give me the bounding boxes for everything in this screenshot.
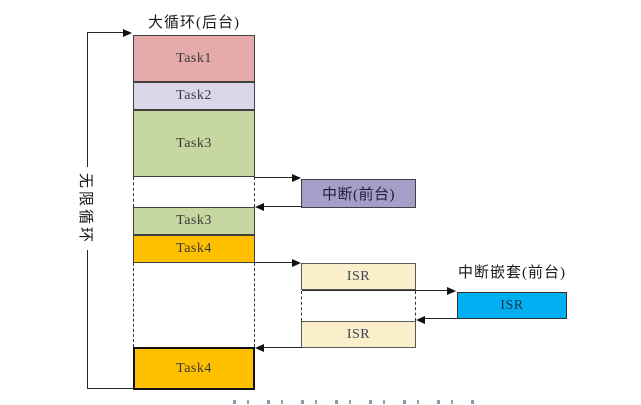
arrow-task4-to-isr — [255, 262, 295, 263]
arrow-isr-to-nested — [302, 290, 450, 291]
isr-first-box: ISR — [301, 263, 416, 290]
isr-second-box: ISR — [301, 321, 416, 348]
arrowhead-left-icon — [255, 344, 264, 352]
loop-gap-interrupt — [133, 177, 255, 207]
task2-box: Task2 — [133, 82, 255, 110]
infinite-loop-label: 无限循环 — [77, 173, 93, 246]
task1-label: Task1 — [176, 50, 212, 66]
task3-resume-box: Task3 — [133, 207, 255, 235]
task3-resume-label: Task3 — [176, 213, 212, 228]
arrowhead-right-icon — [292, 174, 301, 182]
isr-gap-dashed-right — [415, 291, 416, 321]
isr-second-label: ISR — [346, 326, 371, 342]
loop-gap-isr — [133, 263, 255, 347]
task1-box: Task1 — [133, 35, 255, 82]
isr-first-label: ISR — [346, 268, 371, 284]
task4-resume-box: Task4 — [133, 347, 255, 390]
isr-gap-dashed-left — [301, 291, 302, 321]
nested-interrupt-title: 中断嵌套(前台) — [458, 265, 566, 281]
task3-label: Task3 — [176, 135, 212, 151]
loop-left-line-lower — [87, 250, 88, 389]
interrupt-label: 中断(前台) — [322, 187, 395, 203]
isr-nested-box: ISR — [457, 292, 567, 319]
main-loop-title: 大循环(后台) — [148, 15, 240, 31]
arrowhead-left-icon — [416, 316, 425, 324]
loop-entry-line — [88, 32, 126, 33]
task2-label: Task2 — [176, 88, 212, 103]
loop-left-line-upper — [87, 32, 88, 167]
task4-label: Task4 — [176, 241, 212, 256]
arrow-isr2-return — [262, 347, 302, 348]
arrowhead-left-icon — [255, 203, 264, 211]
interrupt-box: 中断(前台) — [301, 179, 416, 208]
arrow-task3-to-interrupt — [255, 177, 295, 178]
arrowhead-right-icon — [292, 259, 301, 267]
arrowhead-right-icon — [123, 29, 132, 37]
task3-box: Task3 — [133, 110, 255, 177]
arrow-nested-return — [423, 318, 459, 319]
task4-box: Task4 — [133, 235, 255, 263]
isr-nested-label: ISR — [500, 297, 524, 313]
arrow-interrupt-return — [262, 206, 301, 207]
loop-bottom-line — [87, 388, 134, 389]
arrowhead-right-icon — [447, 287, 456, 295]
task4-resume-label: Task4 — [176, 360, 212, 376]
cropped-caption-fragment — [233, 400, 481, 404]
